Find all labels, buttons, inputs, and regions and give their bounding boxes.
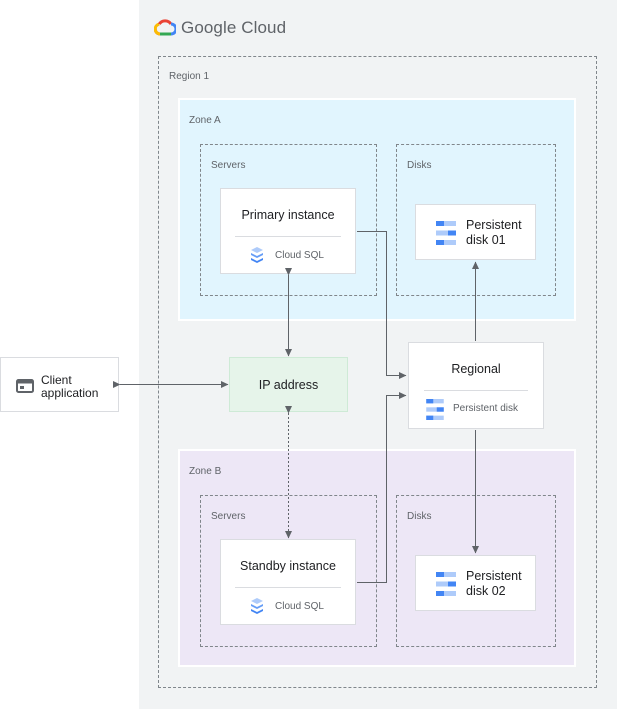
zone-b-servers-label: Servers: [211, 511, 246, 522]
primary-cloud-sql-label: Cloud SQL: [275, 250, 324, 261]
client-line1: Client: [41, 373, 72, 387]
divider: [235, 587, 341, 588]
zone-a-servers-label: Servers: [211, 160, 246, 171]
primary-instance-title: Primary instance: [241, 208, 335, 222]
client-application-node[interactable]: Client application: [0, 357, 119, 412]
persistent-disk-01-title: Persistent disk 01: [466, 218, 522, 248]
divider: [235, 236, 341, 237]
primary-instance-card[interactable]: Primary instance Cloud SQL: [220, 188, 356, 274]
persistent-disk-02-card[interactable]: Persistent disk 02: [415, 555, 536, 611]
regional-persistent-disk-card[interactable]: Regional Persistent disk: [408, 342, 544, 429]
regional-title: Regional: [451, 362, 501, 376]
google-cloud-logo-icon: [154, 19, 176, 36]
persistent-disk-icon: [436, 221, 456, 245]
divider: [424, 390, 528, 391]
disk-02-line1: Persistent: [466, 569, 522, 583]
google-cloud-logo: Google Cloud: [154, 15, 286, 41]
browser-window-icon: [16, 379, 34, 393]
zone-b-disks-label: Disks: [407, 511, 432, 522]
standby-instance-card[interactable]: Standby instance Cloud SQL: [220, 539, 356, 625]
standby-cloud-sql-label: Cloud SQL: [275, 601, 324, 612]
zone-a-label: Zone A: [189, 115, 221, 126]
region-label: Region 1: [169, 71, 210, 82]
regional-persistent-disk-label: Persistent disk: [453, 403, 519, 414]
region-1: [158, 56, 597, 688]
ip-address-label: IP address: [258, 377, 319, 392]
disk-01-line2: disk 01: [466, 233, 506, 247]
persistent-disk-icon: [426, 399, 444, 420]
standby-instance-title: Standby instance: [240, 559, 336, 573]
client-application-label: Client application: [41, 374, 98, 400]
zone-a-disks-label: Disks: [407, 160, 432, 171]
persistent-disk-icon: [436, 572, 456, 596]
disk-02-line2: disk 02: [466, 584, 506, 598]
cloud-sql-icon: [251, 247, 263, 263]
primary-regional-link: [357, 231, 407, 379]
zone-b-label: Zone B: [189, 466, 222, 477]
brand-name: Google Cloud: [181, 18, 287, 37]
disk-01-line1: Persistent: [466, 218, 522, 232]
client-line2: application: [41, 386, 99, 400]
cloud-sql-icon: [251, 598, 263, 614]
persistent-disk-02-title: Persistent disk 02: [466, 569, 522, 599]
persistent-disk-01-card[interactable]: Persistent disk 01: [415, 204, 536, 260]
standby-regional-link: [357, 392, 407, 583]
